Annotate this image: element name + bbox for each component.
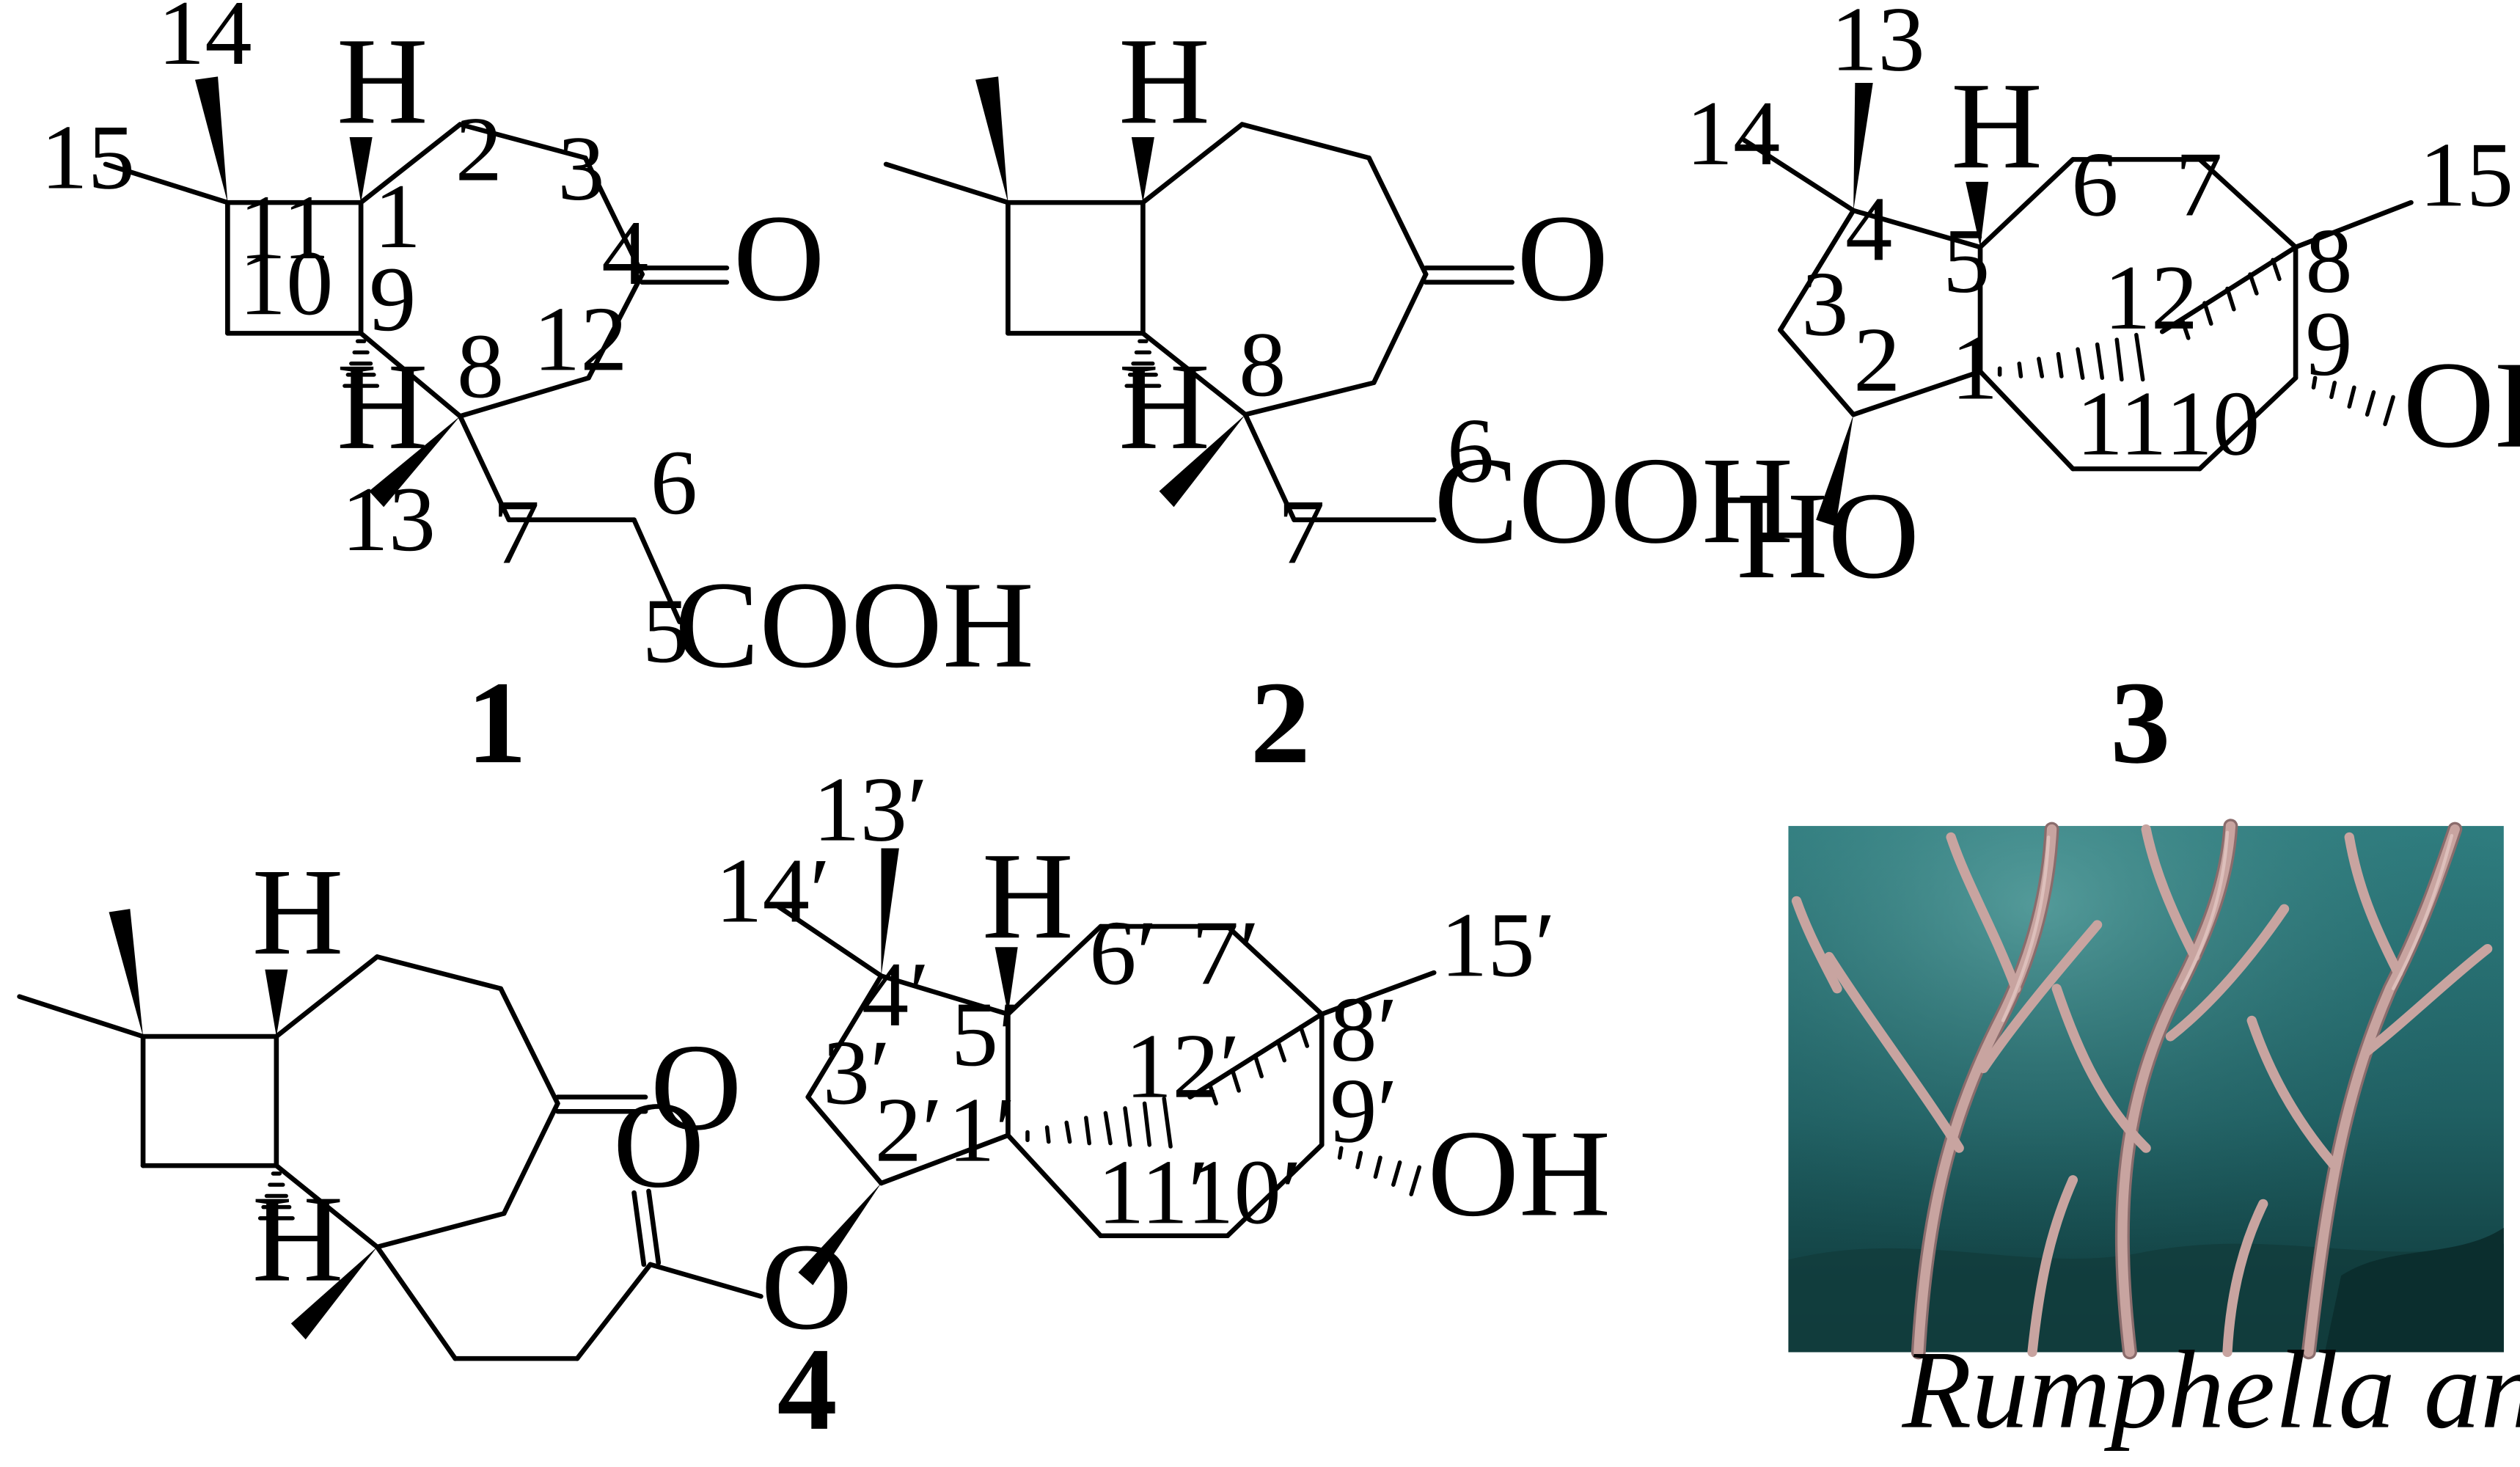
locant: 6 — [2071, 133, 2118, 236]
locant: 9 — [2305, 293, 2352, 395]
locant: 2′ — [875, 1079, 942, 1182]
atom-oxygen: O — [651, 1019, 742, 1157]
atom-oxygen: O — [733, 189, 825, 327]
locant: 11 — [2076, 373, 2167, 475]
compound-2-structure — [883, 76, 1514, 522]
locant: 13′ — [813, 758, 928, 861]
compound-number: 3 — [2110, 658, 2170, 789]
locant: 12 — [2104, 246, 2199, 349]
locant: 7 — [2175, 133, 2222, 236]
locant: 15′ — [1440, 894, 1556, 997]
locant: 4′ — [862, 943, 929, 1046]
locant: 8 — [2305, 210, 2352, 312]
compound-2-labels: H H O COOH 6 7 8 2 — [1118, 12, 1793, 789]
locant: 9 — [369, 248, 416, 351]
atom-cooh: COOH — [675, 556, 1034, 694]
compound-4-labels: H H O O O H OH 1′ 2′ 3′ 4′ 5′ 6′ 7′ 8′ 9… — [252, 758, 1611, 1455]
locant: 10 — [239, 232, 334, 334]
locant: 1 — [1951, 317, 1998, 420]
atom-h: H — [982, 827, 1074, 965]
locant: 5′ — [951, 983, 1019, 1086]
locant: 13 — [342, 468, 436, 571]
atom-hydroxyl: OH — [1427, 1105, 1611, 1243]
locant: 12′ — [1125, 1015, 1240, 1118]
locant: 10 — [2166, 373, 2260, 475]
locant: 3 — [1801, 253, 1848, 356]
locant: 3′ — [823, 1021, 890, 1124]
locant: 8 — [457, 315, 504, 417]
locant: 8 — [1239, 313, 1286, 416]
locant: 15 — [2420, 124, 2514, 227]
atom-hydroxyl: HO — [1737, 467, 1920, 604]
locant: 4 — [1845, 178, 1892, 280]
locant: 3 — [557, 117, 604, 220]
compound-1-structure — [103, 76, 730, 625]
locant: 8′ — [1330, 978, 1397, 1081]
locant: 2 — [1853, 309, 1900, 411]
locant: 7 — [493, 480, 540, 583]
locant: 6 — [1447, 400, 1494, 502]
coral-photo: Rumphella antipathes — [1788, 819, 2520, 1452]
atom-h: H — [1118, 12, 1210, 150]
atom-h: H — [1951, 57, 2043, 195]
compound-number: 4 — [777, 1324, 838, 1455]
compound-3-structure — [1742, 83, 2414, 527]
locant: 6 — [651, 431, 697, 534]
compound-4-structure — [17, 848, 1437, 1361]
locant: 5 — [1943, 210, 1990, 312]
atom-oxygen: O — [613, 1076, 705, 1214]
atom-h: H — [337, 337, 428, 475]
locant: 1 — [374, 165, 421, 268]
locant: 2 — [455, 98, 502, 201]
species-caption: Rumphella antipathes — [1902, 1328, 2520, 1452]
locant: 14′ — [715, 840, 830, 943]
compound-number: 1 — [466, 658, 527, 789]
locant: 4 — [601, 202, 648, 304]
atom-cooh: COOH — [1434, 432, 1793, 570]
locant: 13 — [1831, 0, 1925, 90]
atom-hydroxyl: OH — [2403, 336, 2520, 474]
locant: 7′ — [1192, 901, 1259, 1004]
atom-h: H — [252, 843, 344, 981]
atom-oxygen: O — [761, 1218, 852, 1356]
atom-h: H — [252, 1170, 344, 1308]
atom-h: H — [1118, 337, 1210, 475]
locant: 7 — [1278, 480, 1325, 583]
locant: 14 — [1686, 82, 1781, 185]
locant: 1′ — [948, 1079, 1015, 1182]
locant: 11 — [239, 176, 330, 279]
atom-h: H — [337, 12, 428, 150]
locant: 12 — [533, 288, 628, 390]
locant: 5 — [642, 579, 689, 682]
compound-1-labels: H H O COOH 1 2 3 4 5 6 7 8 9 10 11 12 13… — [40, 0, 1033, 789]
locant: 6′ — [1089, 901, 1157, 1004]
compound-number: 2 — [1250, 658, 1311, 789]
locant: 14 — [158, 0, 252, 84]
locant: 9′ — [1330, 1060, 1397, 1163]
compound-3-labels: H OH HO 1 2 3 4 5 6 7 8 9 10 11 12 13 14… — [1686, 0, 2520, 789]
locant: 10′ — [1187, 1141, 1302, 1243]
locant: 11′ — [1097, 1141, 1209, 1243]
atom-oxygen: O — [1517, 189, 1608, 327]
locant: 15 — [40, 106, 135, 209]
